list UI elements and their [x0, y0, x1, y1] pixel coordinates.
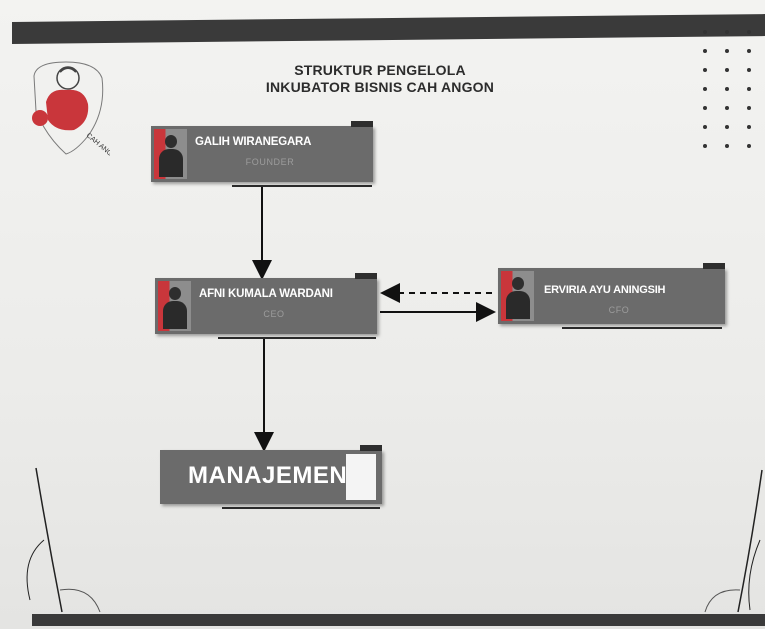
- cah-angon-logo-icon: CAH ANGON: [32, 61, 110, 156]
- leaf-ornament-left-3: [59, 588, 101, 613]
- dot: [747, 30, 751, 34]
- node-cfo: ERVIRIA AYU ANINGSIH CFO: [498, 263, 725, 324]
- bottom-frame-bar: [32, 614, 765, 626]
- decorative-dot-grid: [699, 26, 759, 166]
- node-label: MANAJEMEN: [188, 462, 348, 489]
- leaf-ornament-left-2: [26, 539, 45, 601]
- dot: [747, 144, 751, 148]
- dot: [703, 49, 707, 53]
- node-tab: [355, 273, 377, 279]
- node-role: CFO: [608, 305, 630, 315]
- person-photo-icon: [154, 129, 187, 179]
- dot: [703, 30, 707, 34]
- dot: [725, 49, 729, 53]
- dot: [747, 106, 751, 110]
- node-tab: [360, 445, 382, 451]
- dot: [747, 87, 751, 91]
- node-ceo: AFNI KUMALA WARDANI CEO: [155, 273, 377, 334]
- leaf-ornament-left: [35, 467, 63, 613]
- node-role: CEO: [263, 309, 285, 319]
- dot: [703, 144, 707, 148]
- node-name: AFNI KUMALA WARDANI: [199, 288, 333, 300]
- dot: [725, 106, 729, 110]
- diagram-title: STRUKTUR PENGELOLA INKUBATOR BISNIS CAH …: [220, 62, 540, 96]
- node-name: ERVIRIA AYU ANINGSIH: [544, 284, 666, 296]
- node-tab: [703, 263, 725, 269]
- title-line-1: STRUKTUR PENGELOLA: [294, 62, 466, 78]
- node-highlight: [346, 454, 376, 500]
- node-underline: [232, 185, 372, 187]
- dot: [725, 125, 729, 129]
- dot: [725, 87, 729, 91]
- leaf-ornament-right-2: [748, 539, 761, 611]
- dot: [725, 30, 729, 34]
- person-photo-icon: [158, 281, 191, 331]
- dot: [703, 106, 707, 110]
- node-role: FOUNDER: [245, 157, 295, 167]
- dot: [703, 68, 707, 72]
- dot: [725, 68, 729, 72]
- leaf-ornament-right-3: [704, 589, 741, 613]
- dot: [725, 144, 729, 148]
- dot: [747, 125, 751, 129]
- title-line-2: INKUBATOR BISNIS CAH ANGON: [265, 79, 495, 95]
- node-founder: GALIH WIRANEGARA FOUNDER: [151, 121, 373, 182]
- node-underline: [222, 507, 380, 509]
- person-photo-icon: [501, 271, 534, 321]
- node-management: MANAJEMEN: [160, 445, 382, 504]
- dot: [747, 68, 751, 72]
- node-name: GALIH WIRANEGARA: [195, 136, 312, 148]
- node-underline: [218, 337, 376, 339]
- dot: [747, 49, 751, 53]
- node-tab: [351, 121, 373, 127]
- node-underline: [562, 327, 722, 329]
- dot: [703, 87, 707, 91]
- dot: [703, 125, 707, 129]
- leaf-ornament-right: [737, 469, 763, 613]
